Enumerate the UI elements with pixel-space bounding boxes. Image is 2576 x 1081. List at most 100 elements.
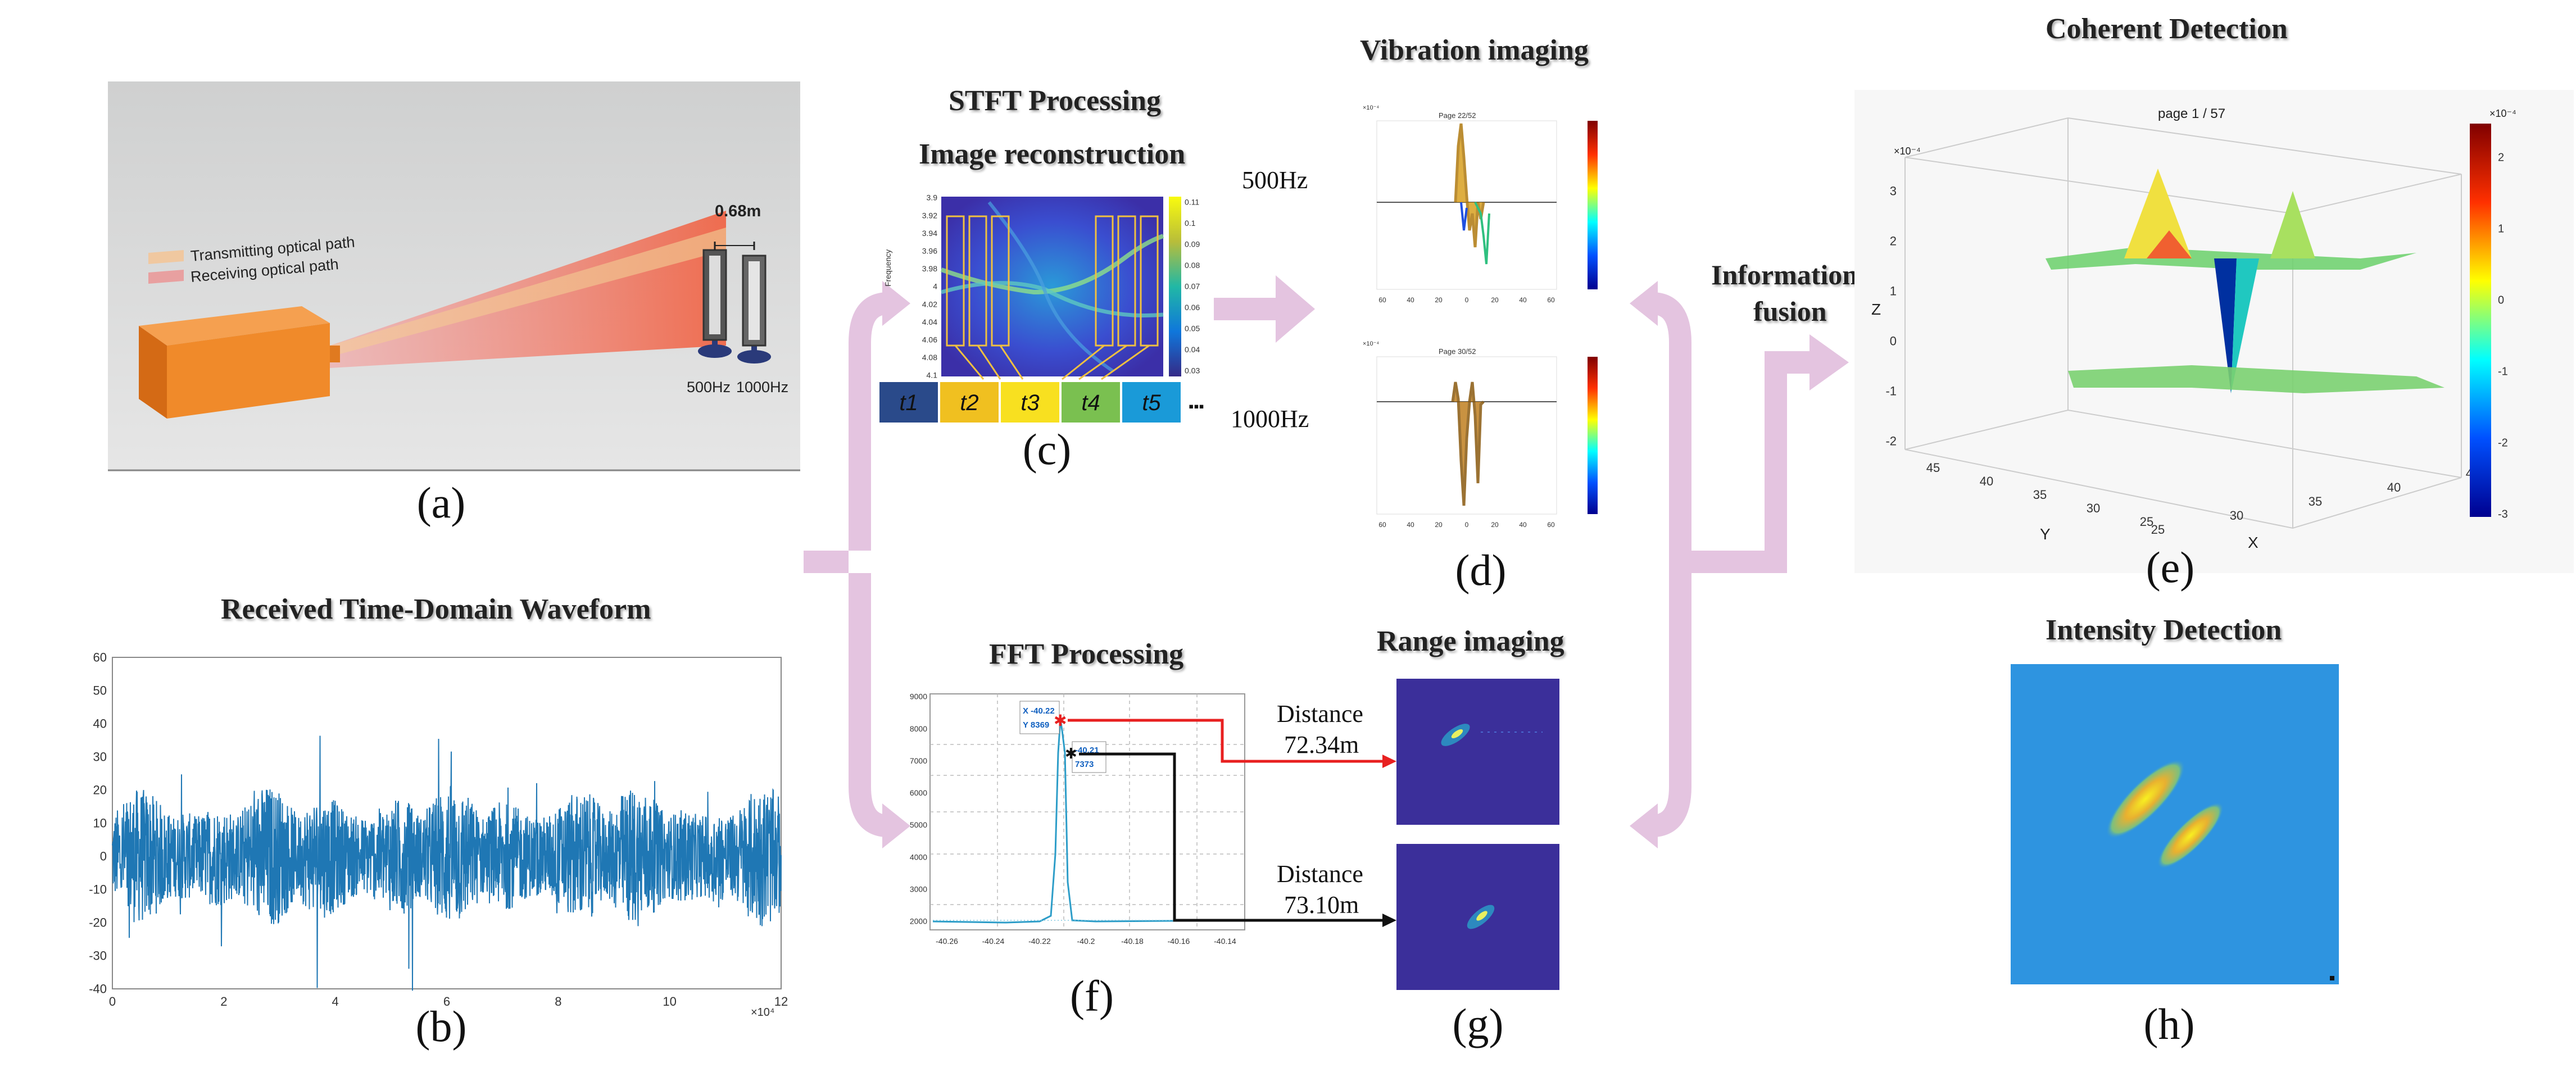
title-d: Vibration imaging <box>1360 34 1589 66</box>
fft-y-tick: 6000 <box>910 788 927 797</box>
spectrogram-colorbar-tick: 0.09 <box>1185 240 1200 249</box>
time-window-ellipsis: ▪▪▪ <box>1189 398 1204 415</box>
title-g: Range imaging <box>1377 625 1564 657</box>
target-spacing-label: 0.68m <box>715 202 761 220</box>
vibration-bottom-x-tick: 20 <box>1435 521 1443 529</box>
vibration-top-x-tick: 60 <box>1547 296 1555 304</box>
waveform-y-tick: -10 <box>89 882 107 896</box>
stft-spectrogram: 3.93.923.943.963.9844.024.044.064.084.1 … <box>879 193 1204 423</box>
fft-y-tick: 8000 <box>910 724 927 733</box>
distance-1-label: Distance <box>1277 700 1363 728</box>
caption-h: (h) <box>2143 1000 2195 1048</box>
vibration-bottom-x-tick: 40 <box>1519 521 1527 529</box>
intensity-target-1 <box>2106 759 2185 839</box>
intensity-target-2 <box>2157 802 2224 869</box>
coherent-x-tick: 30 <box>2230 508 2243 523</box>
time-window-box <box>879 382 938 423</box>
coherent-z-tick: -1 <box>1885 384 1897 398</box>
target-500hz-label: 500Hz <box>687 379 731 396</box>
waveform-x-tick: 2 <box>220 994 227 1009</box>
panel-a: Transmitting optical path Receiving opti… <box>108 81 800 471</box>
time-window-label: t3 <box>1021 390 1039 415</box>
fft-x-tick: -40.16 <box>1168 937 1190 946</box>
arrow-c-to-d <box>1214 275 1315 343</box>
vibration-bottom-x-tick: 60 <box>1547 521 1555 529</box>
coherent-colorbar-tick: -1 <box>2498 366 2508 378</box>
coherent-y-tick: 35 <box>2033 488 2047 502</box>
spectrogram-y-tick: 4.08 <box>922 353 937 362</box>
coherent-y-tick: 25 <box>2140 515 2153 529</box>
waveform-x-tick: 6 <box>443 994 450 1009</box>
fft-datatip-2 <box>1072 741 1106 773</box>
fft-x-ticks: -40.26-40.24-40.22-40.2-40.18-40.16-40.1… <box>936 937 1236 946</box>
caption-f: (f) <box>1070 971 1114 1020</box>
coherent-peak-2 <box>2270 191 2315 258</box>
distance-arrows <box>1068 719 1396 927</box>
legend-receive-swatch <box>148 270 184 284</box>
lidar-scene-illustration: Transmitting optical path Receiving opti… <box>108 81 800 471</box>
coherent-z-label: Z <box>1871 301 1881 318</box>
distance-2-label: Distance <box>1277 860 1363 888</box>
caption-a: (a) <box>416 478 466 527</box>
legend-transmit-swatch <box>148 250 184 264</box>
time-window-label: t2 <box>960 390 978 415</box>
vibration-bottom-x-tick: 60 <box>1378 521 1386 529</box>
spectrogram-colorbar-tick: 0.08 <box>1185 261 1200 270</box>
spectrogram-colorbar-tick: 0.06 <box>1185 303 1200 312</box>
coherent-colorbar <box>2470 124 2491 517</box>
coherent-plot-title: page 1 / 57 <box>2158 106 2225 121</box>
range-image-1 <box>1396 679 1559 825</box>
fft-y-tick: 3000 <box>910 885 927 894</box>
coherent-z-tick: 0 <box>1890 334 1897 348</box>
time-window-box <box>1122 382 1181 423</box>
vibration-top-x-tick: 20 <box>1491 296 1499 304</box>
coherent-peak-1 <box>2124 169 2192 258</box>
target-500hz <box>698 249 732 358</box>
vibration-bottom-title: Page 30/52 <box>1439 347 1476 356</box>
coherent-surface-bottom <box>2068 365 2445 393</box>
fft-y-tick: 4000 <box>910 852 927 861</box>
coherent-trough <box>2214 258 2237 393</box>
spectrogram-y-tick: 3.96 <box>922 246 937 255</box>
black-distance-arrow <box>1079 752 1388 922</box>
time-window-label: t5 <box>1142 390 1161 415</box>
caption-c: (c) <box>1022 425 1072 474</box>
waveform-y-tick: 50 <box>93 683 107 697</box>
fft-x-tick: -40.24 <box>982 937 1005 946</box>
coherent-x-tick: 25 <box>2151 523 2165 537</box>
vibration-bottom-x-ticks: 60 40 20 0 20 40 60 <box>1378 521 1555 529</box>
spectrogram-y-label: Frequency <box>883 249 892 287</box>
spectrogram-y-tick: 3.98 <box>922 264 937 273</box>
fft-y-tick: 9000 <box>910 692 927 701</box>
vibration-bottom-x-tick: 40 <box>1407 521 1414 529</box>
freq-500hz-label: 500Hz <box>1242 166 1308 194</box>
range-image-2 <box>1396 844 1559 990</box>
vibration-top-x-tick: 40 <box>1519 296 1527 304</box>
coherent-colorbar-exponent: ×10⁻⁴ <box>2489 108 2516 119</box>
spectrogram-colorbar-tick: 0.03 <box>1185 366 1200 375</box>
spectrogram-y-tick: 4.1 <box>927 371 938 380</box>
vibration-bottom-colorbar <box>1588 357 1598 514</box>
spectrogram-y-tick: 3.94 <box>922 229 937 238</box>
target-1000hz <box>737 255 771 364</box>
waveform-y-tick: 30 <box>93 750 107 764</box>
coherent-colorbar-tick: 2 <box>2498 152 2504 164</box>
caption-e: (e) <box>2146 543 2195 592</box>
fusion-label-1: Information <box>1711 259 1858 290</box>
lidar-box <box>167 323 330 419</box>
waveform-y-tick: 0 <box>100 849 107 863</box>
fft-datatip-1-x: X -40.22 <box>1023 706 1055 716</box>
vibration-bottom-x-tick: 0 <box>1465 521 1469 529</box>
vibration-bottom-x-tick: 20 <box>1491 521 1499 529</box>
spectrogram-colorbar-tick: 0.1 <box>1185 219 1196 228</box>
fft-y-tick: 2000 <box>910 917 927 926</box>
